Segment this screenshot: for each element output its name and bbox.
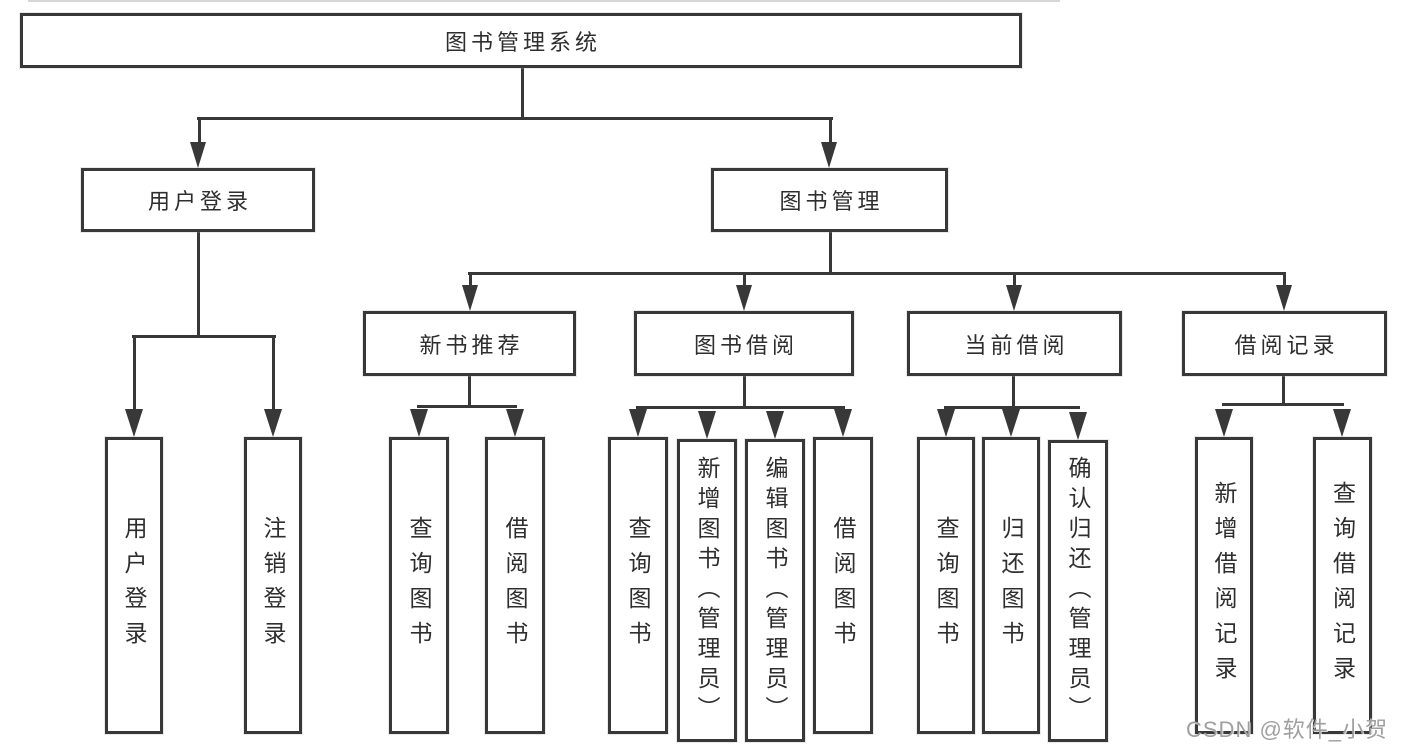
connector-line	[468, 376, 471, 407]
connector-line	[743, 274, 746, 287]
arrowhead-down	[1006, 285, 1022, 311]
csdn-watermark: CSDN @软件_小贺同学	[1186, 717, 1389, 742]
connector-line	[197, 117, 833, 120]
node-cb-return-books: 归还图书	[982, 437, 1040, 734]
connector-line	[636, 406, 845, 409]
connector-line	[829, 232, 832, 274]
node-current-borrowing: 当前借阅	[907, 311, 1122, 376]
top-divider	[28, 0, 1060, 2]
arrowhead-down	[1276, 285, 1292, 311]
connector-line	[132, 335, 276, 338]
arrowhead-down	[1333, 409, 1351, 437]
arrowhead-down	[937, 409, 955, 437]
node-logout-login: 注销登录	[244, 437, 302, 734]
arrowhead-down	[766, 411, 784, 439]
node-cb-query-books: 查询图书	[917, 437, 975, 734]
connector-line	[1283, 274, 1286, 287]
arrowhead-down	[1069, 412, 1087, 440]
node-root: 图书管理系统	[20, 13, 1022, 68]
arrowhead-down	[190, 142, 206, 168]
node-bb-edit-books: 编辑图书（管理员）	[745, 439, 805, 742]
arrowhead-down	[629, 409, 647, 437]
connector-line	[944, 406, 1080, 409]
connector-line	[1012, 376, 1015, 408]
connector-line	[1222, 403, 1344, 406]
arrowhead-down	[462, 285, 478, 311]
node-cb-confirm-return: 确认归还（管理员）	[1048, 440, 1108, 742]
node-rec-query-books: 查询图书	[389, 437, 449, 734]
connector-line	[743, 376, 746, 408]
arrowhead-down	[821, 142, 837, 168]
node-new-book-recommend: 新书推荐	[363, 311, 576, 376]
connector-line	[829, 119, 832, 145]
node-rec-borrow-books: 借阅图书	[485, 437, 545, 734]
node-bb-borrow-books: 借阅图书	[813, 437, 873, 734]
arrowhead-down	[736, 285, 752, 311]
arrowhead-down	[698, 411, 716, 439]
connector-line	[521, 68, 524, 120]
connector-line	[272, 337, 275, 413]
node-user-login-group: 用户登录	[81, 168, 315, 232]
node-bb-add-books: 新增图书（管理员）	[677, 439, 737, 742]
node-br-query-record: 查询借阅记录	[1313, 437, 1372, 734]
connector-line	[1013, 274, 1016, 287]
arrowhead-down	[264, 409, 282, 437]
arrowhead-down	[1002, 409, 1020, 437]
arrowhead-down	[1215, 409, 1233, 437]
node-user-login: 用户登录	[105, 437, 163, 734]
arrowhead-down	[506, 409, 524, 437]
node-br-add-record: 新增借阅记录	[1195, 437, 1253, 734]
arrowhead-down	[410, 409, 428, 437]
connector-line	[1282, 376, 1285, 405]
arrowhead-down	[125, 409, 143, 437]
connector-line	[417, 405, 517, 408]
connector-line	[469, 274, 472, 287]
connector-line	[197, 232, 200, 337]
connector-line	[198, 119, 201, 145]
node-bb-query-books: 查询图书	[608, 437, 668, 734]
node-book-management: 图书管理	[711, 168, 948, 232]
node-borrowing-records: 借阅记录	[1182, 311, 1387, 376]
connector-line	[133, 337, 136, 413]
connector-line	[468, 272, 1286, 275]
arrowhead-down	[834, 409, 852, 437]
node-book-borrowing: 图书借阅	[634, 311, 854, 376]
